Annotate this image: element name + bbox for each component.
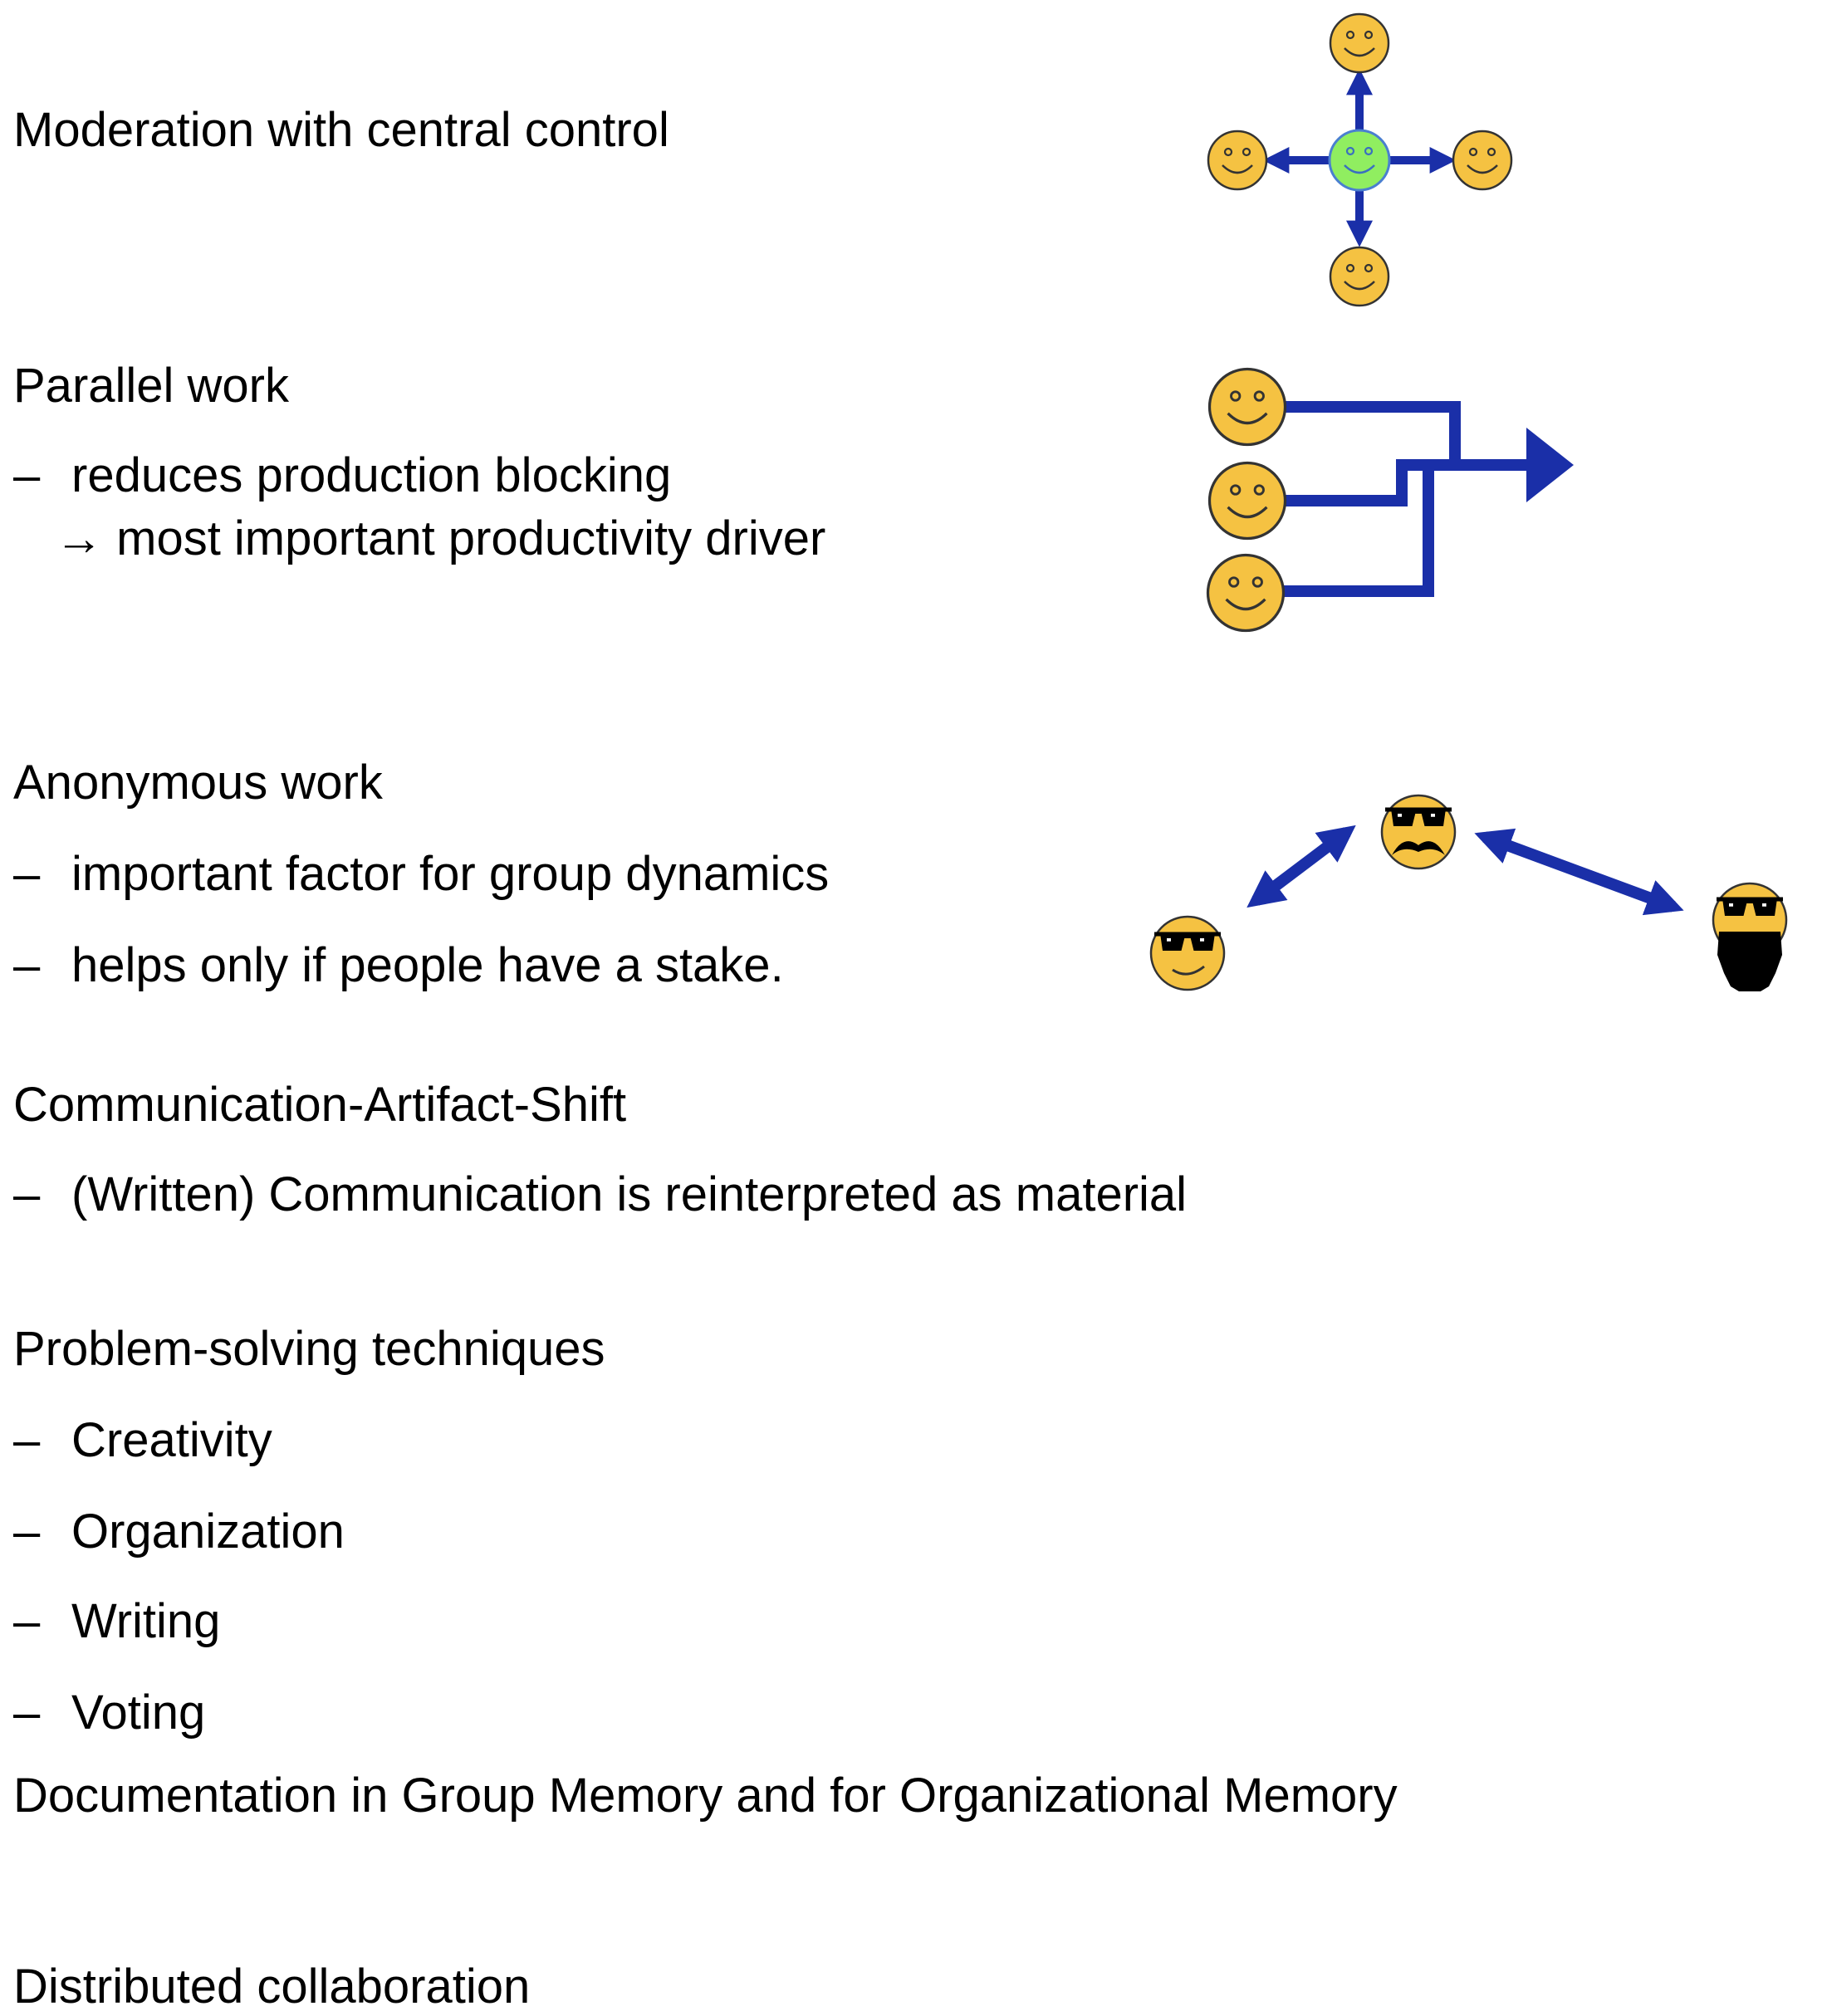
bullet-shift-1: (Written) Communication is reinterpreted… [71, 1167, 1188, 1221]
heading-problem-solving: Problem-solving techniques [13, 1322, 605, 1376]
bullet-voting: Voting [71, 1686, 206, 1740]
face-parallel-3 [1206, 553, 1286, 633]
heading-distributed-collaboration: Distributed collaboration [13, 1960, 531, 2014]
face-center [1328, 129, 1391, 192]
face-left [1207, 130, 1268, 191]
face-top [1329, 12, 1390, 74]
face-right [1452, 130, 1513, 191]
bullet-dash: – [13, 938, 41, 992]
bullet-anonymous-1: important factor for group dynamics [71, 847, 830, 901]
bullet-dash: – [13, 1686, 41, 1740]
right-arrow-icon: → [55, 511, 103, 565]
bullet-anonymous-2: helps only if people have a stake. [71, 938, 784, 992]
sub-bullet-parallel: → most important productivity driver [55, 510, 825, 568]
star-communication-diagram [1207, 12, 1513, 307]
heading-communication-artifact-shift: Communication-Artifact-Shift [13, 1078, 627, 1132]
bullet-dash: – [13, 448, 41, 502]
bullet-organization: Organization [71, 1505, 345, 1558]
bullet-writing: Writing [71, 1594, 221, 1648]
bullet-dash: – [13, 1594, 41, 1648]
face-mustache [1380, 794, 1457, 870]
face-parallel-2 [1207, 461, 1287, 541]
merging-arrows-diagram [1206, 367, 1574, 633]
bullet-parallel-1: reduces production blocking [71, 448, 672, 502]
sub-bullet-text: most important productivity driver [116, 511, 826, 565]
bullet-dash: – [13, 1167, 41, 1221]
face-sunglasses [1149, 915, 1226, 991]
face-bottom [1329, 246, 1390, 307]
face-parallel-1 [1207, 367, 1287, 447]
face-beard [1712, 882, 1788, 991]
bullet-dash: – [13, 847, 41, 901]
heading-documentation: Documentation in Group Memory and for Or… [13, 1769, 1398, 1823]
heading-moderation: Moderation with central control [13, 103, 669, 157]
bullet-creativity: Creativity [71, 1413, 272, 1467]
heading-anonymous-work: Anonymous work [13, 756, 383, 810]
heading-parallel-work: Parallel work [13, 359, 289, 413]
anonymous-faces-diagram [1149, 794, 1788, 991]
bullet-dash: – [13, 1505, 41, 1558]
bullet-dash: – [13, 1413, 41, 1467]
